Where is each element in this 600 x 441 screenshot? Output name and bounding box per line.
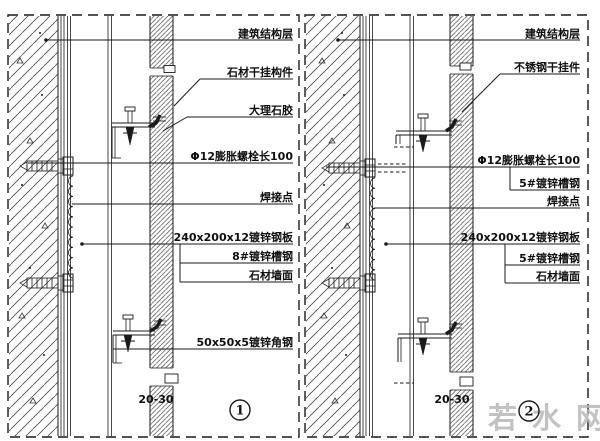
right-expansion-bolt-lower bbox=[321, 273, 376, 293]
right-weld-seam bbox=[370, 177, 376, 281]
detail-number-2: 2 bbox=[518, 400, 540, 422]
right-top-joint-notch bbox=[459, 62, 472, 71]
right-upper-anchor-bracket bbox=[394, 113, 462, 153]
label-weld-point-left: 焊接点 bbox=[260, 190, 293, 204]
left-dashed-border bbox=[7, 14, 300, 438]
label-steel-plate-left: 240x200x12镀锌钢板 bbox=[174, 230, 294, 244]
left-bottom-joint-notch bbox=[164, 373, 179, 384]
left-support-verticals bbox=[107, 16, 112, 436]
label-channel-steel-left: 8#镀锌槽钢 bbox=[232, 249, 293, 263]
label-expansion-bolt-right: Φ12膨胀螺栓长100 bbox=[477, 153, 580, 167]
label-steel-plate-right: 240x200x12镀锌钢板 bbox=[461, 230, 581, 244]
label-structure-layer-left: 建筑结构层 bbox=[238, 27, 293, 41]
left-upper-anchor-bracket bbox=[111, 106, 166, 159]
label-ss-anchor-right: 不锈钢干挂件 bbox=[514, 60, 580, 74]
detail-number-1-text: 1 bbox=[235, 404, 244, 419]
left-stone-panel-column bbox=[149, 16, 179, 436]
gap-dimension-left: 20-30 bbox=[138, 393, 174, 406]
left-channel-steel-vertical bbox=[60, 16, 71, 436]
left-concrete-wall bbox=[9, 16, 59, 436]
detail-number-2-text: 2 bbox=[524, 405, 533, 420]
label-marble-glue-left: 大理石胶 bbox=[249, 103, 293, 117]
right-expansion-bolt-upper bbox=[321, 158, 407, 178]
left-leader-lines bbox=[28, 38, 293, 350]
right-concrete-wall bbox=[306, 16, 361, 436]
right-support-verticals bbox=[409, 16, 414, 436]
label-stone-wall-left: 石材墙面 bbox=[248, 268, 293, 282]
right-stone-panel-column bbox=[449, 16, 474, 436]
right-detail-panel: 建筑结构层 不锈钢干挂件 Φ12膨胀螺栓长100 5#镀锌槽钢 焊接点 240x… bbox=[304, 14, 600, 438]
left-expansion-bolt-lower bbox=[19, 273, 74, 293]
right-lower-anchor-bracket bbox=[394, 317, 462, 384]
label-expansion-bolt-left: Φ12膨胀螺栓长100 bbox=[190, 149, 293, 163]
right-bottom-joint-notch bbox=[459, 376, 474, 387]
label-angle-steel-left: 50x50x5镀锌角钢 bbox=[197, 335, 293, 349]
left-top-joint-notch bbox=[163, 65, 176, 73]
detail-number-1: 1 bbox=[229, 399, 251, 421]
left-detail-panel: 建筑结构层 石材干挂构件 大理石胶 Φ12膨胀螺栓长100 焊接点 240x20… bbox=[7, 14, 300, 438]
label-stone-anchor-left: 石材干挂构件 bbox=[226, 65, 293, 79]
right-leader-lines bbox=[326, 38, 580, 284]
left-weld-seam bbox=[68, 175, 74, 279]
gap-dimension-right: 20-30 bbox=[434, 393, 470, 406]
watermark-text: 若水网 bbox=[488, 401, 600, 435]
label-channel-steel-mid-right: 5#镀锌槽钢 bbox=[519, 176, 580, 190]
right-channel-steel-vertical bbox=[362, 16, 373, 436]
label-stone-wall-right: 石材墙面 bbox=[535, 269, 580, 283]
label-structure-layer-right: 建筑结构层 bbox=[525, 27, 580, 41]
label-weld-point-right: 焊接点 bbox=[547, 194, 580, 208]
label-channel-steel-right: 5#镀锌槽钢 bbox=[519, 251, 580, 265]
left-lower-anchor-bracket bbox=[112, 314, 166, 364]
